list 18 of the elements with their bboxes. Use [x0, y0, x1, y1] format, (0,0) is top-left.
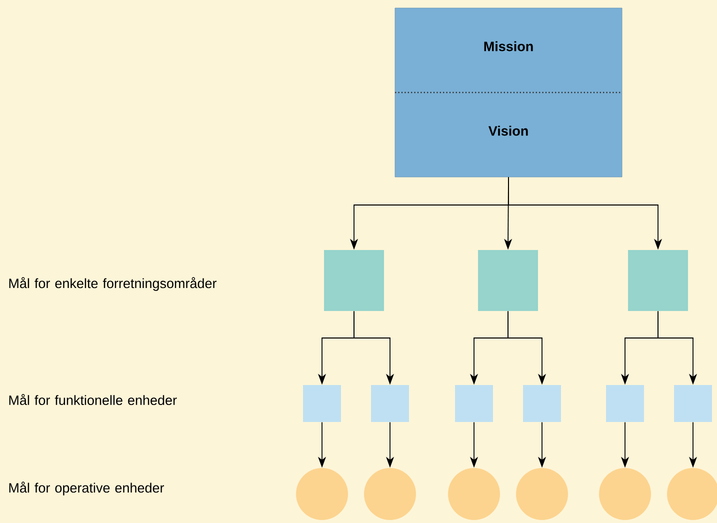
goal-square: [523, 385, 561, 422]
goal-square: [606, 385, 644, 422]
goal-circle: [516, 468, 568, 520]
goal-square: [303, 385, 341, 422]
goal-square: [455, 385, 493, 422]
goal-circle: [296, 468, 348, 520]
goal-square: [324, 250, 384, 311]
goal-square: [371, 385, 409, 422]
goal-circle: [599, 468, 651, 520]
goal-circle: [364, 468, 416, 520]
level-label: Mål for enkelte forretningsområder: [9, 277, 217, 291]
goal-circle: [448, 468, 500, 520]
goal-square: [674, 385, 712, 422]
goal-square: [478, 250, 538, 311]
goal-square: [628, 250, 688, 311]
level-label: Mål for funktionelle enheder: [9, 394, 177, 405]
level-label: Mål for operative enheder: [9, 482, 164, 496]
mission-vision-box: Mission Vision: [394, 8, 622, 178]
